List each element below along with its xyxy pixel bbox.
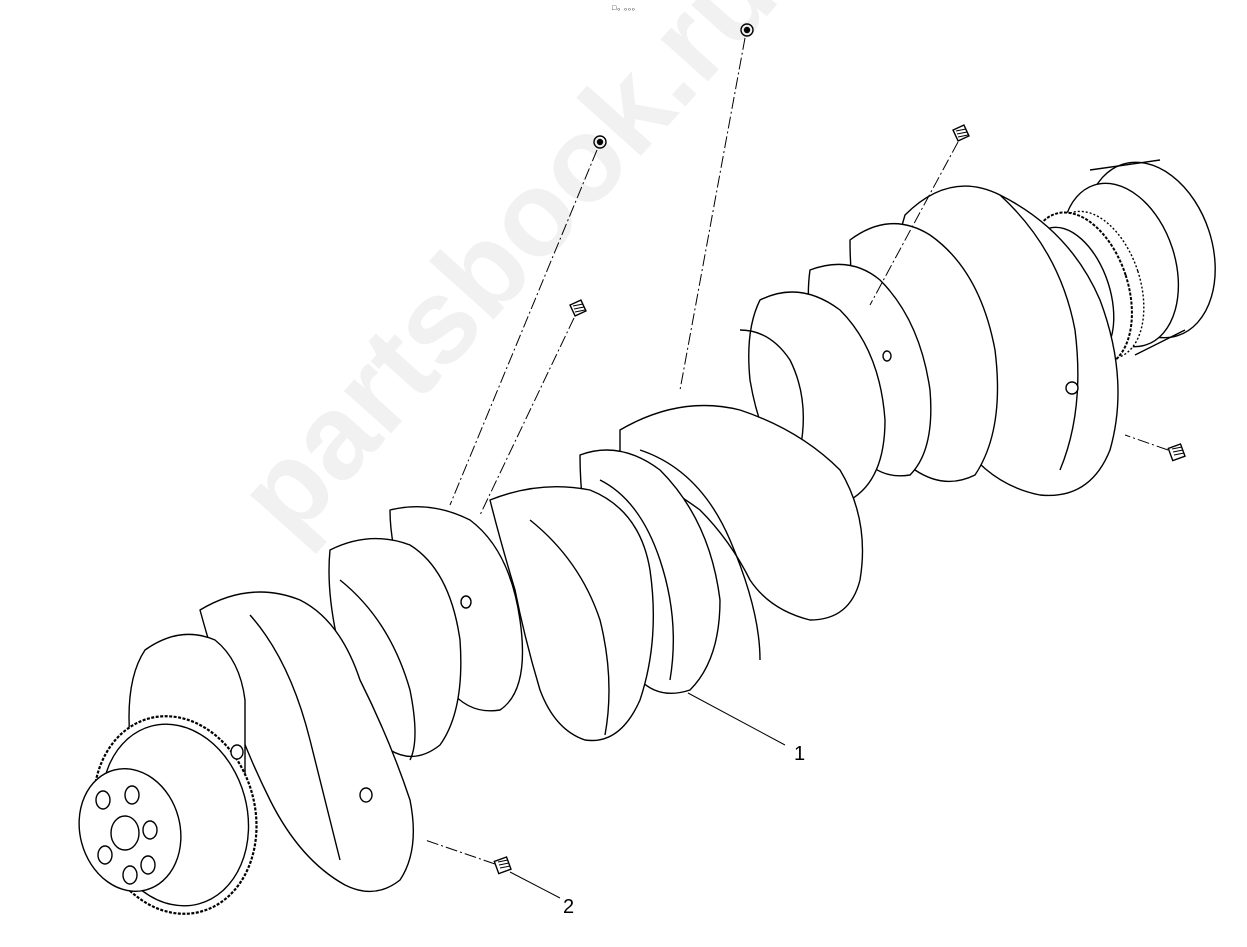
plug-icon (493, 856, 512, 875)
front-flange (78, 768, 182, 892)
plug-icon (1167, 443, 1186, 462)
leader-line-1 (687, 692, 786, 746)
plug-icon (593, 135, 607, 149)
plug-icon (952, 124, 970, 142)
callout-2: 2 (563, 896, 575, 918)
oil-holes (230, 350, 1079, 803)
exploded-plugs (493, 23, 1186, 875)
assembly-axes (424, 37, 1169, 865)
plug-icon (740, 23, 754, 37)
leader-lines (509, 692, 786, 899)
crank-webs (128, 185, 1119, 893)
plug-icon (569, 299, 587, 317)
callout-1: 1 (794, 743, 806, 765)
reference-code: □₀ ₀₀₀ (612, 5, 636, 12)
leader-line-2 (509, 871, 561, 899)
